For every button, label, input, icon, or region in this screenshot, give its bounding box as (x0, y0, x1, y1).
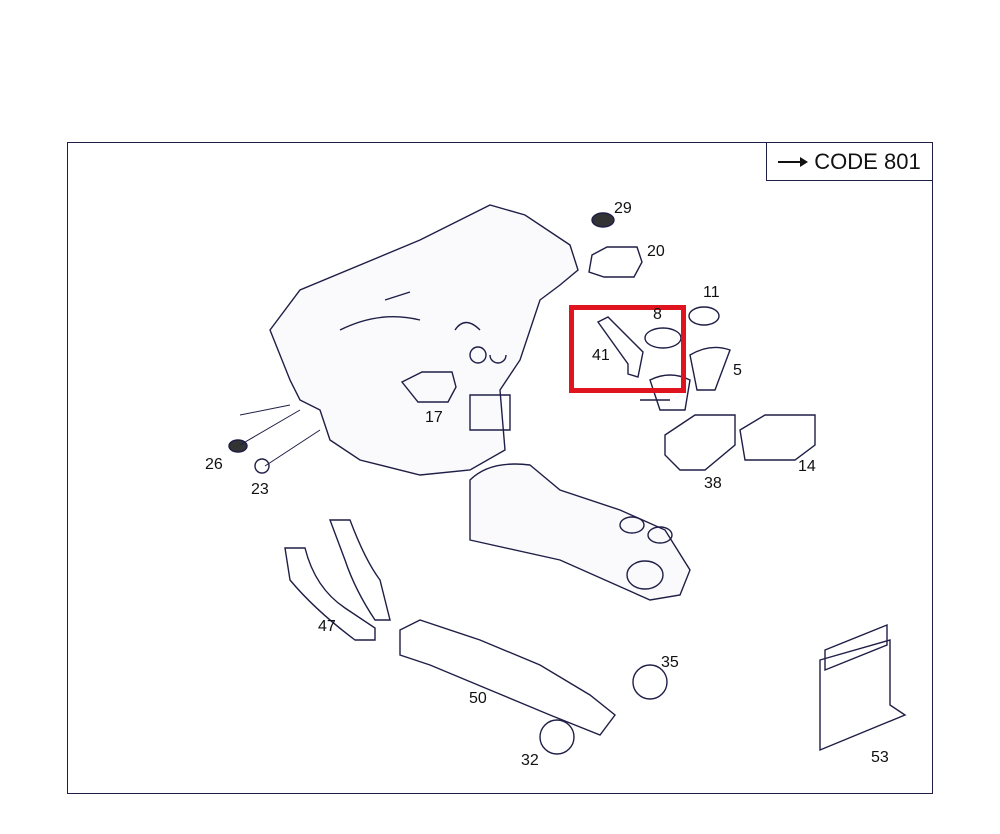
part-38 (664, 414, 736, 471)
part-label-47[interactable]: 47 (318, 618, 336, 635)
dashboard-part (269, 204, 579, 476)
part-label-26[interactable]: 26 (205, 456, 223, 473)
part-23 (254, 458, 270, 474)
part-17 (400, 371, 457, 403)
leader-lines (239, 404, 321, 467)
part-50 (399, 619, 616, 736)
part-label-53[interactable]: 53 (871, 749, 889, 766)
part-label-5[interactable]: 5 (733, 362, 742, 379)
part-label-23[interactable]: 23 (251, 481, 269, 498)
part-label-14[interactable]: 14 (798, 458, 816, 475)
part-35 (632, 664, 668, 700)
diagram-frame (67, 142, 933, 794)
console-vent-part (626, 560, 664, 590)
part-14 (739, 414, 816, 461)
part-26 (228, 439, 248, 453)
part-label-35[interactable]: 35 (661, 654, 679, 671)
part-label-50[interactable]: 50 (469, 690, 487, 707)
code-label: CODE 801 (814, 148, 921, 174)
part-label-20[interactable]: 20 (647, 243, 665, 260)
part-label-32[interactable]: 32 (521, 752, 539, 769)
center-console-part (469, 463, 691, 601)
part-5 (640, 346, 731, 411)
part-47 (284, 519, 391, 641)
part-41 (596, 316, 644, 378)
part-53 (819, 623, 907, 752)
highlight-box (569, 305, 686, 393)
part-label-29[interactable]: 29 (614, 200, 632, 217)
part-20 (588, 246, 643, 278)
part-11 (688, 306, 720, 326)
part-label-41[interactable]: 41 (592, 347, 610, 364)
part-32 (539, 719, 575, 755)
code-reference-box: CODE 801 (766, 142, 933, 181)
part-label-11[interactable]: 11 (703, 284, 720, 301)
dashboard-detail (339, 291, 511, 431)
part-29 (591, 212, 615, 228)
arrow-right-icon (778, 156, 809, 167)
part-label-17[interactable]: 17 (425, 409, 443, 426)
part-label-8[interactable]: 8 (653, 306, 662, 323)
part-label-38[interactable]: 38 (704, 475, 722, 492)
